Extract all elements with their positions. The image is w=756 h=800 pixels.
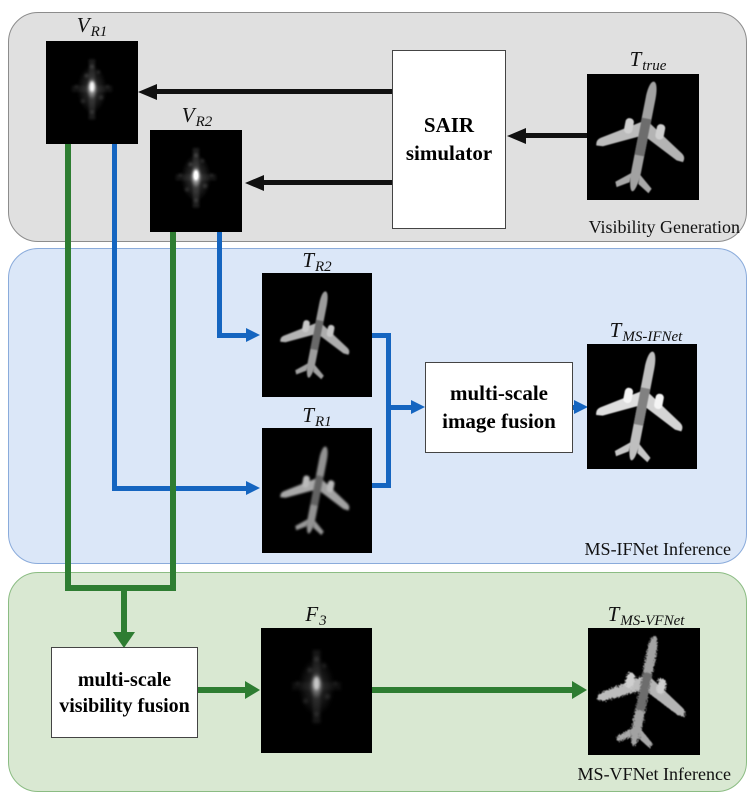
arrow-ttrue-to-sair: [526, 133, 587, 138]
arrow-sair-to-vr2: [264, 180, 392, 185]
arrow-sair-to-vr1: [157, 89, 392, 94]
panel-label-ms-vfnet-inference: MS-VFNet Inference: [577, 764, 731, 784]
tr2-airplane-image: [262, 273, 372, 397]
line-vr1-green-vertical: [65, 144, 71, 591]
label-t-ms-vfnet: TMS-VFNet: [607, 602, 685, 629]
sair-simulator-box: SAIR simulator: [392, 50, 506, 229]
label-v-r2: VR2: [181, 103, 213, 130]
ttrue-airplane-image: [587, 74, 699, 200]
vr1-visibility-image: [46, 41, 138, 144]
visibility-fusion-line2: visibility fusion: [59, 694, 190, 717]
f3-visibility-image: [261, 628, 372, 753]
visibility-fusion-line1: multi-scale: [77, 668, 172, 691]
line-bracket-vertical: [386, 333, 391, 488]
arrowhead-to-visibility-fusion: [113, 632, 135, 648]
ms-vfnet-airplane-image: [588, 628, 700, 755]
line-visfusion-to-f3: [196, 687, 245, 693]
sair-simulator-line1: SAIR: [423, 113, 475, 138]
label-f-3: F3: [305, 602, 327, 629]
arrowhead-vr1-to-tr1: [246, 481, 260, 495]
arrowhead-sair-to-vr1: [138, 84, 157, 100]
panel-label-visibility-generation: Visibility Generation: [588, 217, 740, 237]
image-fusion-line1: multi-scale: [450, 381, 548, 406]
arrowhead-sair-to-vr2: [245, 175, 264, 191]
arrowhead-visfusion-to-f3: [245, 681, 260, 699]
arrowhead-vr2-to-tr2: [246, 328, 260, 342]
line-vr2-horizontal: [217, 333, 246, 338]
arrowhead-to-image-fusion: [411, 400, 425, 414]
label-t-r2: TR2: [302, 248, 332, 275]
sair-simulator-line2: simulator: [405, 140, 493, 165]
arrowhead-f3-to-vfnet: [572, 681, 587, 699]
line-tr2-stub: [372, 333, 391, 338]
label-t-r1: TR1: [302, 403, 332, 430]
line-green-merge-bar: [65, 585, 176, 591]
line-vr2-vertical: [217, 232, 222, 338]
line-vr1-horizontal: [112, 486, 246, 491]
tr1-airplane-image: [262, 428, 372, 553]
line-tr1-stub: [372, 483, 391, 488]
panel-label-ms-ifnet-inference: MS-IFNet Inference: [584, 539, 731, 559]
vr2-visibility-image: [150, 130, 242, 232]
line-merge-down: [121, 591, 127, 632]
line-vr1-vertical: [112, 144, 117, 491]
visibility-fusion-box: multi-scale visibility fusion: [51, 647, 198, 738]
label-v-r1: VR1: [76, 13, 108, 40]
arrowhead-ttrue-to-sair: [507, 128, 526, 144]
ms-ifnet-airplane-image: [587, 344, 697, 469]
arrowhead-fusion-to-ifnet: [574, 400, 588, 414]
line-vr2-green-vertical: [170, 232, 176, 591]
image-fusion-box: multi-scale image fusion: [425, 362, 573, 453]
line-bracket-to-fusion: [391, 405, 411, 410]
image-fusion-line2: image fusion: [442, 408, 556, 433]
label-t-true: Ttrue: [629, 47, 667, 74]
label-t-ms-ifnet: TMS-IFNet: [609, 318, 683, 345]
line-f3-to-vfnet: [372, 687, 572, 693]
